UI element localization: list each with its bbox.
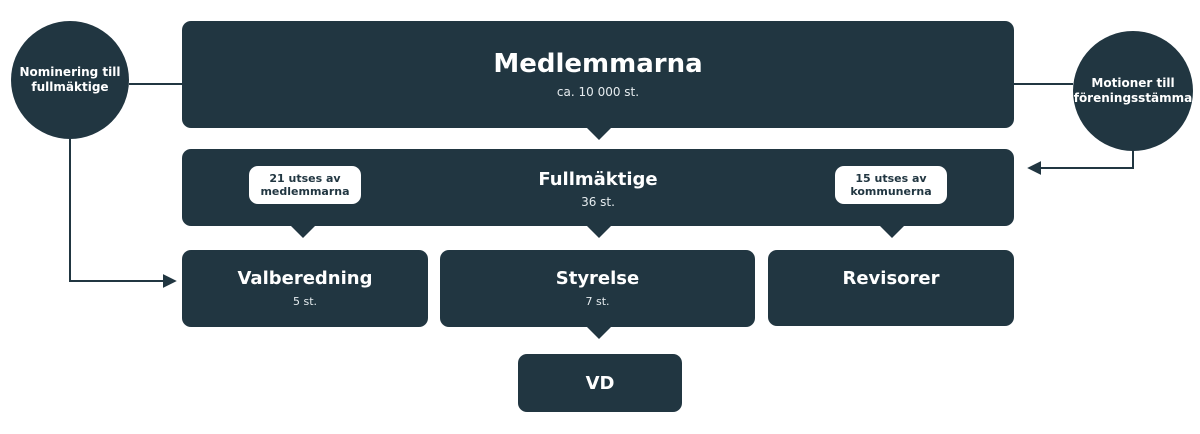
- board-box: Styrelse 7 st.: [440, 250, 755, 327]
- nomination-circle: Nominering till fullmäktige: [11, 21, 129, 139]
- motions-label-line2: föreningsstämma: [1073, 91, 1193, 105]
- auditors-title: Revisorer: [842, 268, 940, 289]
- nomination-committee-count: 5 st.: [292, 295, 318, 308]
- auditors-box: Revisorer: [768, 250, 1014, 326]
- motions-to-council-arrow: [1027, 147, 1134, 175]
- ceo-title: VD: [585, 372, 615, 394]
- council-pointer-middle: [587, 226, 611, 238]
- nomination-to-committee-arrow: [69, 139, 177, 288]
- members-count: ca. 10 000 st.: [556, 85, 640, 99]
- members-appoint-badge: 21 utses av medlemmarna: [249, 166, 361, 204]
- members-box: Medlemmarna ca. 10 000 st.: [182, 21, 1014, 128]
- municipalities-appoint-badge: 15 utses av kommunerna: [835, 166, 947, 204]
- board-count: 7 st.: [585, 295, 610, 308]
- members-pointer: [587, 128, 611, 140]
- municipalities-appoint-line2: kommunerna: [850, 185, 932, 198]
- council-pointer-right: [880, 226, 904, 238]
- members-appoint-line1: 21 utses av: [269, 172, 341, 185]
- council-count: 36 st.: [581, 195, 615, 209]
- municipalities-appoint-line1: 15 utses av: [855, 172, 927, 185]
- council-title: Fullmäktige: [538, 169, 658, 190]
- nomination-label-line2: fullmäktige: [31, 80, 109, 94]
- members-appoint-line2: medlemmarna: [260, 185, 350, 198]
- nomination-label-line1: Nominering till: [19, 65, 121, 79]
- nomination-committee-box: Valberedning 5 st.: [182, 250, 428, 327]
- nomination-committee-title: Valberedning: [237, 268, 373, 289]
- motions-label-line1: Motioner till: [1091, 76, 1175, 90]
- ceo-box: VD: [518, 354, 682, 412]
- board-title: Styrelse: [555, 268, 640, 289]
- motions-circle: Motioner till föreningsstämma: [1073, 31, 1193, 151]
- members-title: Medlemmarna: [493, 49, 703, 79]
- board-pointer: [587, 327, 611, 339]
- council-pointer-left: [291, 226, 315, 238]
